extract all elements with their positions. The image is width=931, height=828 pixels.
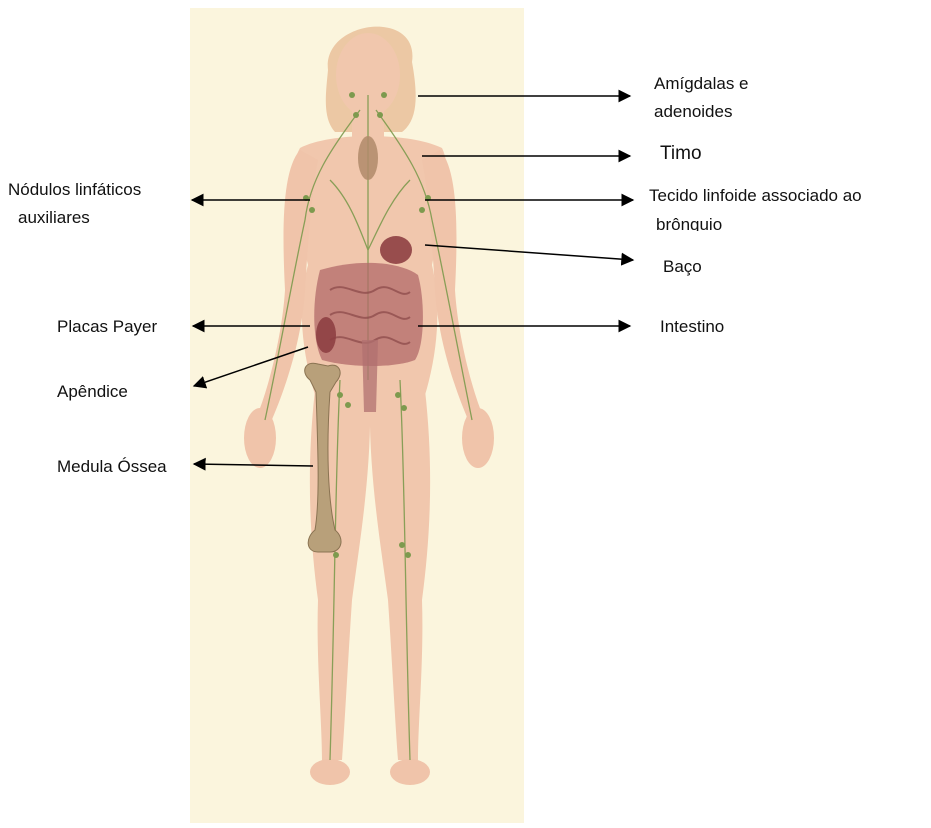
- rectum: [362, 340, 378, 412]
- label-nodulos-line2: auxiliares: [18, 206, 90, 230]
- right-foot: [390, 759, 430, 785]
- right-hand: [462, 408, 494, 468]
- label-tecido-line2: brônquio: [656, 213, 722, 231]
- label-apendice: Apêndice: [57, 380, 128, 404]
- label-nodulos-line1: Nódulos linfáticos: [8, 178, 141, 202]
- label-placas-payer: Placas Payer: [57, 315, 157, 339]
- thymus: [358, 136, 378, 180]
- spleen: [380, 236, 412, 264]
- label-amigdalas-line2: adenoides: [654, 100, 732, 124]
- label-medula-ossea: Medula Óssea: [57, 455, 167, 479]
- cecum: [316, 317, 336, 353]
- label-tecido-line1: Tecido linfoide associado ao: [649, 184, 862, 208]
- label-intestino: Intestino: [660, 315, 724, 339]
- label-timo: Timo: [660, 142, 702, 166]
- left-foot: [310, 759, 350, 785]
- left-hand: [244, 408, 276, 468]
- label-baco: Baço: [663, 255, 702, 279]
- label-amigdalas-line1: Amígdalas e: [654, 72, 749, 96]
